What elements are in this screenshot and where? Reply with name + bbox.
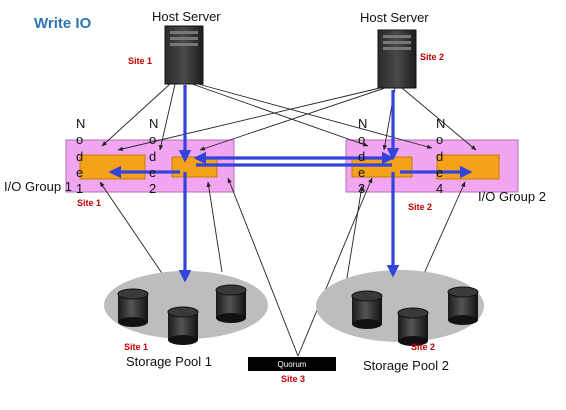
storage-pool-1-site: Site 1	[124, 342, 148, 352]
node-3-letter: N	[358, 116, 367, 131]
disk-icon	[447, 286, 479, 325]
storage-pool-2-site: Site 2	[411, 342, 435, 352]
link-line	[199, 87, 386, 151]
link-line	[117, 87, 381, 151]
storage-pool-2-label: Storage Pool 2	[363, 358, 449, 373]
link-line	[191, 83, 369, 147]
node-1-letter: d	[76, 149, 83, 164]
io-group-2-site: Site 2	[408, 202, 432, 212]
disk-icon	[215, 284, 247, 323]
link-line	[206, 181, 223, 273]
io-group-2-label: I/O Group 2	[478, 189, 546, 204]
node-3-letter: d	[358, 149, 365, 164]
link-line	[344, 185, 364, 291]
node-4-letter: 4	[436, 181, 443, 196]
server-icon	[164, 25, 204, 85]
node-4-letter: N	[436, 116, 445, 131]
node-2-letter: e	[149, 165, 156, 180]
node-1-letter: N	[76, 116, 85, 131]
link-line	[197, 83, 433, 149]
host-server-2-label: Host Server	[360, 10, 429, 25]
link-line	[297, 177, 373, 357]
server-icon	[377, 29, 417, 89]
storage-pool-1-label: Storage Pool 1	[126, 354, 212, 369]
node-3-letter: 3	[358, 181, 365, 196]
node-4-label: N o d e 4	[436, 116, 445, 196]
link-line	[101, 83, 171, 147]
quorum-label: Quorum	[278, 360, 307, 369]
node-2-letter: 2	[149, 181, 156, 196]
host-server-1-site: Site 1	[128, 56, 152, 66]
node-4-box	[436, 154, 500, 180]
node-1-letter: o	[76, 132, 83, 147]
node-2-letter: d	[149, 149, 156, 164]
link-line	[158, 83, 176, 151]
node-4-letter: o	[436, 132, 443, 147]
node-2-box	[171, 156, 218, 178]
disk-icon	[351, 290, 383, 329]
link-line	[401, 87, 477, 151]
diagram-title: Write IO	[34, 15, 92, 32]
host-server-1-label: Host Server	[152, 9, 221, 24]
node-1-letter: 1	[76, 181, 83, 196]
node-1-label: N o d e 1	[76, 116, 85, 196]
link-line	[227, 177, 299, 357]
link-lines	[99, 83, 477, 357]
node-2-letter: o	[149, 132, 156, 147]
disk-icon	[397, 307, 429, 346]
node-4-letter: d	[436, 149, 443, 164]
host-server-1: Host Server Site 1	[128, 9, 221, 85]
quorum-box	[248, 357, 336, 371]
node-2-letter: N	[149, 116, 158, 131]
quorum-device: Quorum Site 3	[248, 357, 336, 384]
node-4-letter: e	[436, 165, 443, 180]
node-1-letter: e	[76, 165, 83, 180]
io-group-1-label: I/O Group 1	[4, 179, 72, 194]
quorum-site: Site 3	[281, 374, 305, 384]
disk-icon	[117, 288, 149, 327]
host-server-2-site: Site 2	[420, 52, 444, 62]
node-3-letter: o	[358, 132, 365, 147]
io-group-1-site: Site 1	[77, 198, 101, 208]
node-3-label: N o d e 3	[358, 116, 367, 196]
node-3-letter: e	[358, 165, 365, 180]
write-io-path	[108, 85, 473, 283]
node-1-box	[79, 154, 146, 180]
disk-icon	[167, 306, 199, 345]
link-line	[417, 181, 466, 288]
host-server-2: Host Server Site 2	[360, 10, 444, 89]
link-line	[99, 181, 171, 286]
node-2-label: N o d e 2	[149, 116, 158, 196]
